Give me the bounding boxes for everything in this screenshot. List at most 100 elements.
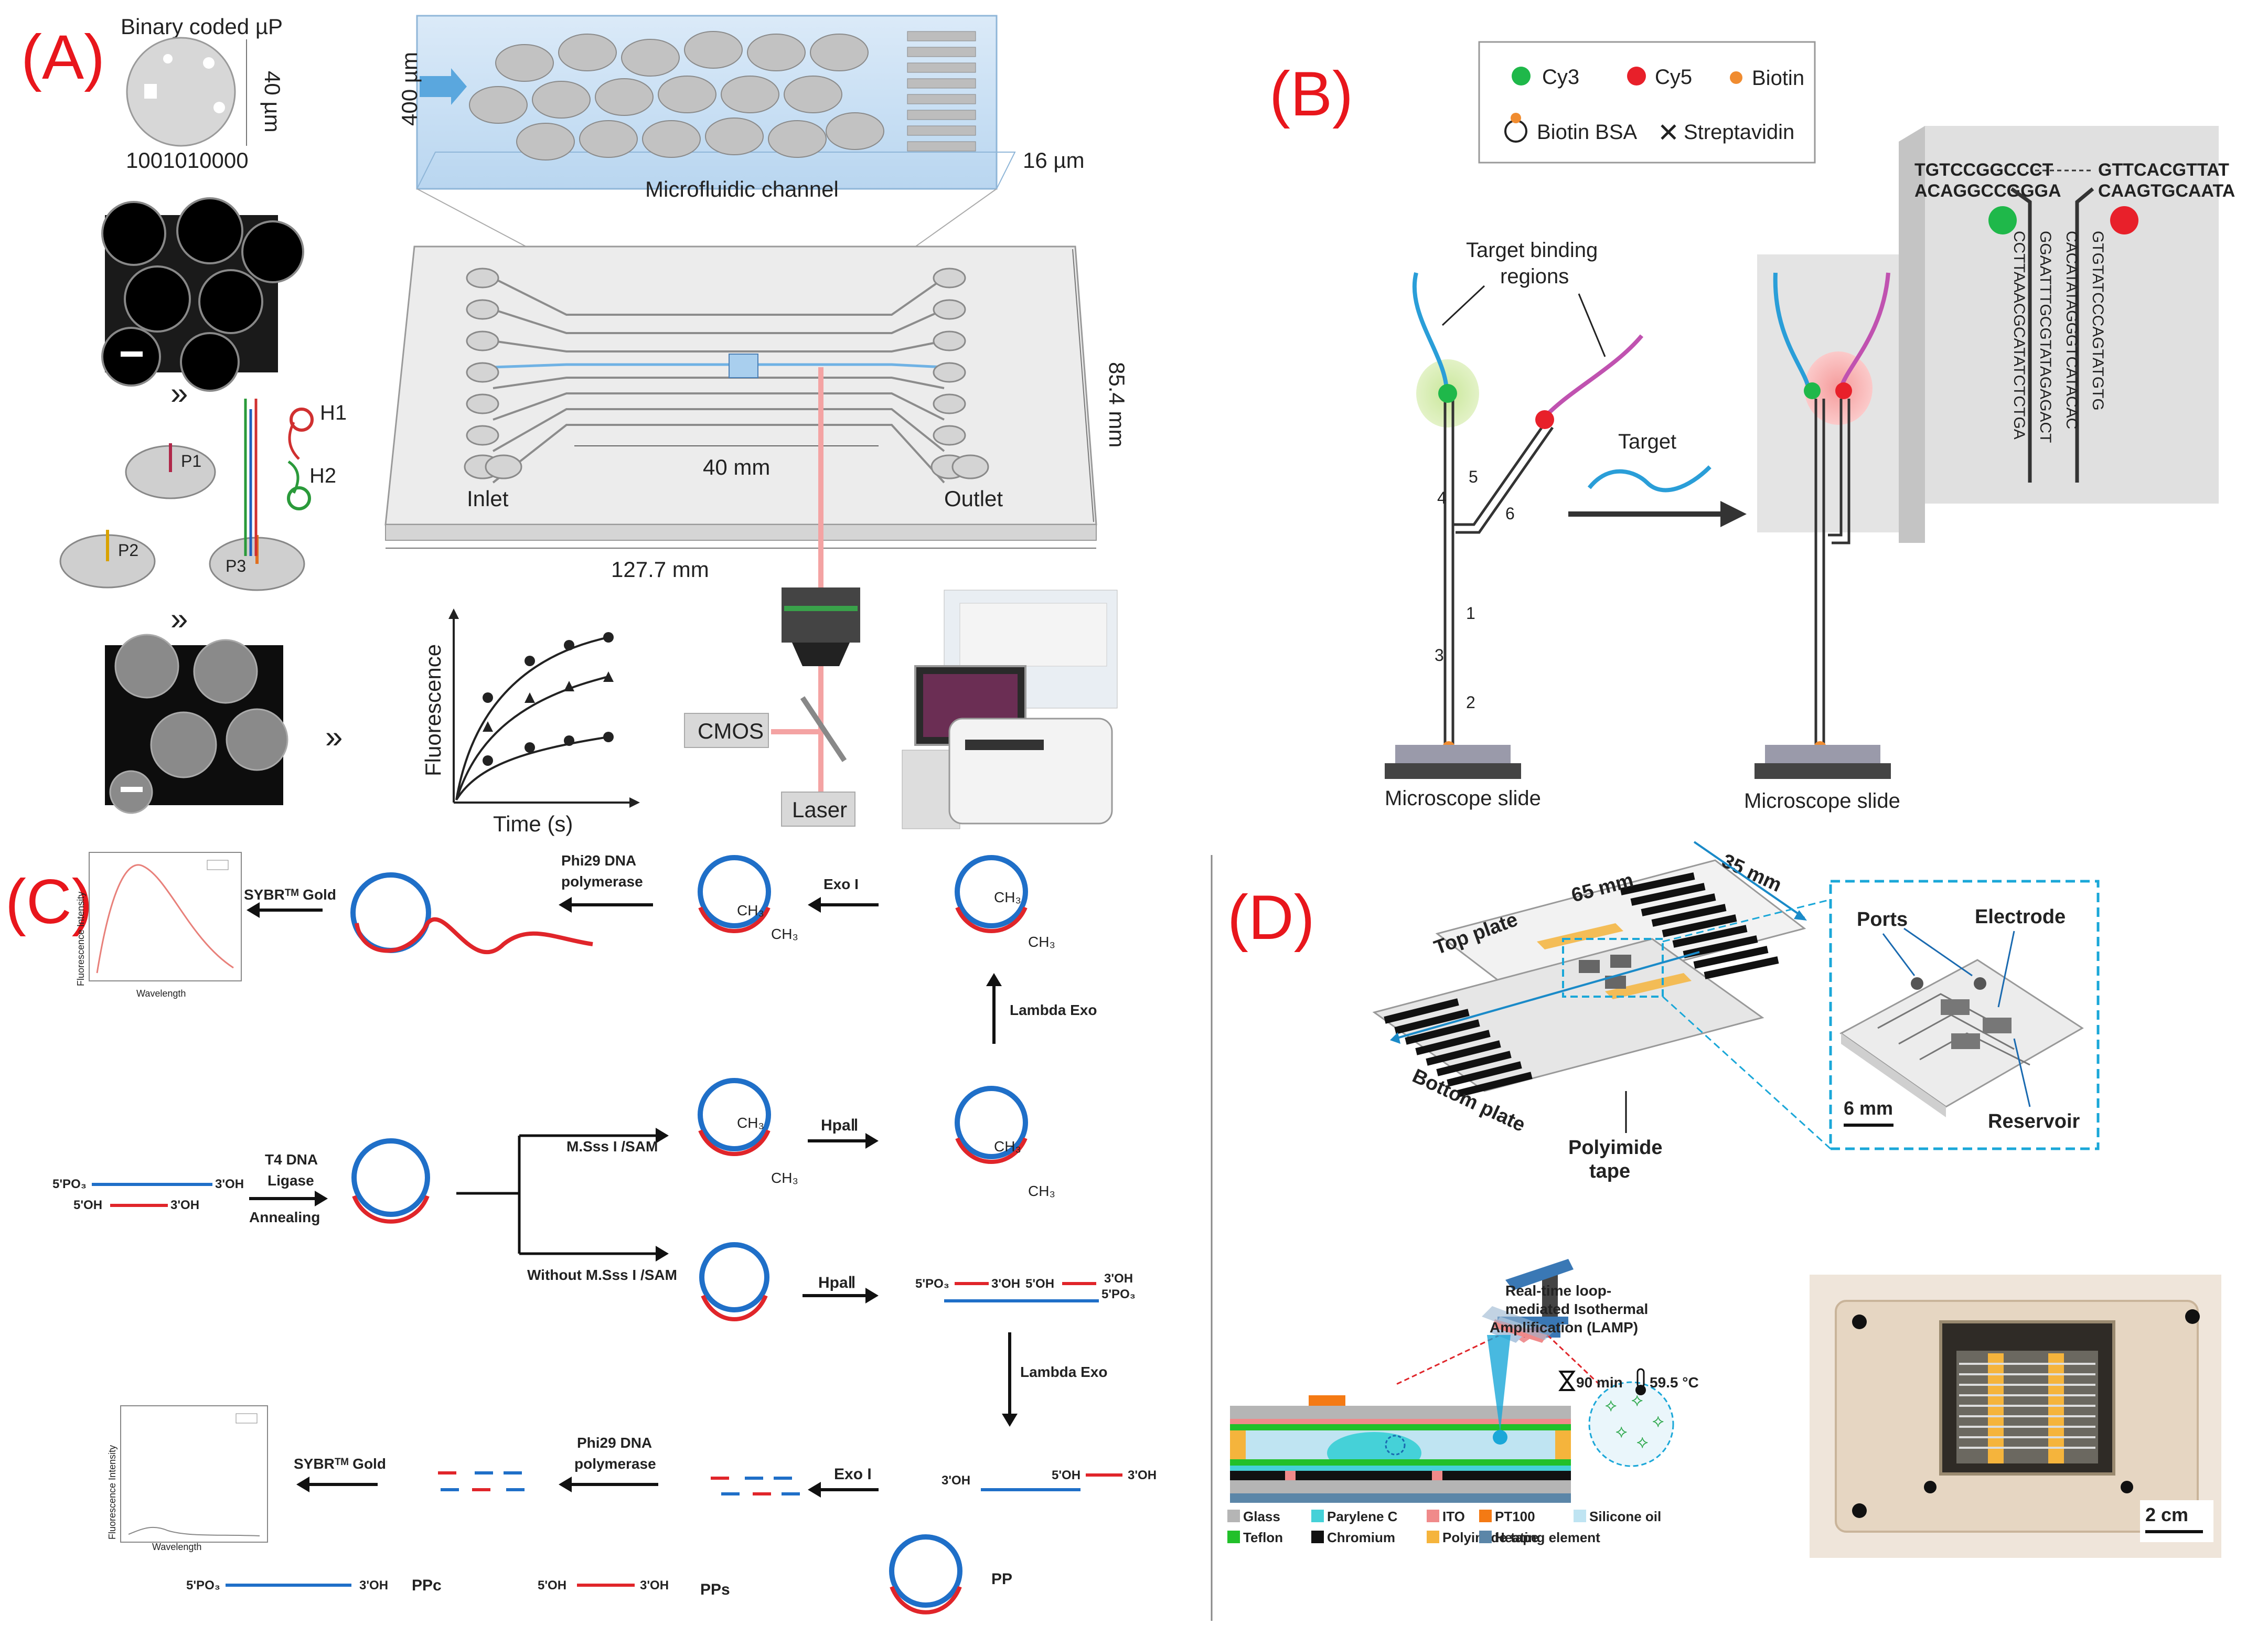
segment-3: 3 [1435, 646, 1444, 665]
microscope-icon [1542, 1272, 1558, 1319]
target-strand [1587, 465, 1711, 493]
cmos-sensor [684, 713, 769, 748]
objective-lens [782, 587, 860, 643]
kinetics-xlabel: Time (s) [493, 811, 573, 836]
flow-arrow-2: » [170, 601, 188, 636]
circle-unmethylated [699, 1242, 769, 1312]
phi29-bot-2: polymerase [574, 1456, 656, 1472]
legend-swatch [1227, 1531, 1240, 1543]
panel-c-label: (C) [5, 867, 93, 937]
polyimide-strip-1 [1537, 923, 1623, 949]
lamp-text-3: Amplification (LAMP) [1490, 1319, 1638, 1335]
ch3-4: CH₃ [1028, 934, 1055, 950]
streptavidin-layer-right [1765, 745, 1880, 763]
streptavidin-icon: ✕ [1657, 118, 1679, 147]
code-hole [144, 84, 157, 99]
without-mss-label: Without M.Sss I /SAM [527, 1267, 677, 1283]
spectrum-top-ylabel: Fluorescence Intensity [76, 892, 86, 986]
slide-label-left: Microscope slide [1385, 787, 1541, 810]
segment-2: 2 [1466, 693, 1475, 712]
laser-source [781, 792, 855, 827]
spectrum-top [89, 852, 242, 981]
phi29-bot-1: Phi29 DNA [577, 1435, 652, 1451]
legend-label: ITO [1442, 1509, 1465, 1524]
reservoir-label: Reservoir [1988, 1110, 2080, 1132]
ch3-7: CH₃ [994, 1138, 1021, 1155]
legend-streptavidin: Streptavidin [1684, 121, 1794, 144]
polyimide-label-2: tape [1589, 1160, 1630, 1182]
segment-5: 5 [1469, 467, 1478, 486]
chip-width-label: 85.4 mm [1105, 362, 1129, 447]
scale-2cm-label: 2 cm [2145, 1504, 2188, 1525]
pink-binding-arm [1546, 334, 1644, 416]
seq-vertical-3: CACATATAGGGTCATACAC [2063, 231, 2080, 429]
svg-text:⟡: ⟡ [1605, 1395, 1617, 1415]
legend-swatch [1479, 1531, 1492, 1543]
scale-bar-bottom [121, 787, 143, 792]
panel-a-label: (A) [21, 22, 105, 92]
cross-section [1230, 1395, 1571, 1503]
oligo-5oh: 5'OH [73, 1198, 102, 1212]
spectrum-bot-xlabel: Wavelength [152, 1542, 201, 1552]
seq-vertical-2: GGAATTTGCGTATAGAGACT [2037, 231, 2054, 443]
t4-ligase-2: Ligase [268, 1172, 314, 1189]
pipette-tip [1487, 1335, 1511, 1432]
legend-label: Glass [1243, 1509, 1280, 1524]
seq-vertical-1: CCTTAAACGCATATCTCTGA [2010, 231, 2028, 440]
ch3-1: CH₃ [737, 902, 764, 918]
coded-microparticle [126, 37, 236, 147]
oligo-5po: 5'PO₃ [52, 1177, 87, 1191]
circle-methylated-3 [698, 1078, 771, 1151]
cmos-label: CMOS [698, 719, 764, 743]
kinetics-curves [455, 632, 614, 801]
legend-swatch [1427, 1510, 1439, 1522]
legend-label: Chromium [1327, 1530, 1395, 1545]
legend-label: Teflon [1243, 1530, 1283, 1545]
segment-1: 1 [1466, 604, 1475, 623]
slide-label-right: Microscope slide [1744, 789, 1900, 813]
target-label: Target [1618, 430, 1676, 453]
hpa-top-label: HpaⅡ [821, 1117, 858, 1134]
hairpin-h2-label: H2 [309, 464, 336, 487]
hairpin-h1 [290, 408, 314, 432]
scale-bar-top [121, 351, 143, 357]
frag-5po: 5'PO₃ [915, 1277, 949, 1291]
lambda-bot-label: Lambda Exo [1020, 1364, 1107, 1380]
seq-blue-2: ACAGGCCGGGA [1914, 181, 2061, 201]
reader-device [948, 718, 1113, 825]
legend-label: Silicone oil [1589, 1509, 1661, 1524]
phi29-top-1: Phi29 DNA [561, 852, 636, 869]
pps-label: PPs [700, 1581, 730, 1598]
probe-p2-label: P2 [118, 541, 138, 560]
legend-swatch [1311, 1531, 1324, 1543]
frag-3oh: 3'OH [991, 1277, 1020, 1291]
mss-label: M.Sss I /SAM [566, 1138, 658, 1155]
segment-6: 6 [1505, 504, 1515, 523]
panel-b-label: (B) [1269, 59, 1353, 129]
lambda-top-label: Lambda Exo [1010, 1002, 1097, 1018]
chip-channel-length: 40 mm [703, 455, 770, 479]
exo-bot-label: Exo I [834, 1466, 872, 1483]
panel-b-legend [1478, 41, 1816, 164]
ppc-label: PPc [412, 1577, 442, 1594]
probe-p1-label: P1 [181, 452, 201, 471]
annealing-label: Annealing [249, 1209, 320, 1225]
channel-depth-label: 16 µm [1023, 148, 1085, 173]
pps-5oh: 5'OH [538, 1578, 566, 1593]
ch3-5: CH₃ [737, 1115, 764, 1131]
circle-methylated-2 [955, 855, 1028, 928]
microparticle-code: 1001010000 [126, 148, 249, 173]
spectrum-bottom [120, 1405, 268, 1543]
pp-circle [889, 1534, 962, 1608]
seq-pink-2: CAAGTGCAATA [2098, 181, 2235, 201]
reaction-arrow [1720, 501, 1747, 527]
flow-arrow-3: » [325, 719, 343, 754]
frag-5po-b: 5'PO₃ [1101, 1287, 1136, 1301]
legend-biotin-bsa: Biotin BSA [1537, 121, 1638, 144]
spectrum-top-xlabel: Wavelength [136, 988, 186, 999]
legend-biotin: Biotin [1752, 67, 1804, 90]
zoom-box [1562, 938, 1664, 998]
circle-methylated-1 [698, 855, 771, 928]
